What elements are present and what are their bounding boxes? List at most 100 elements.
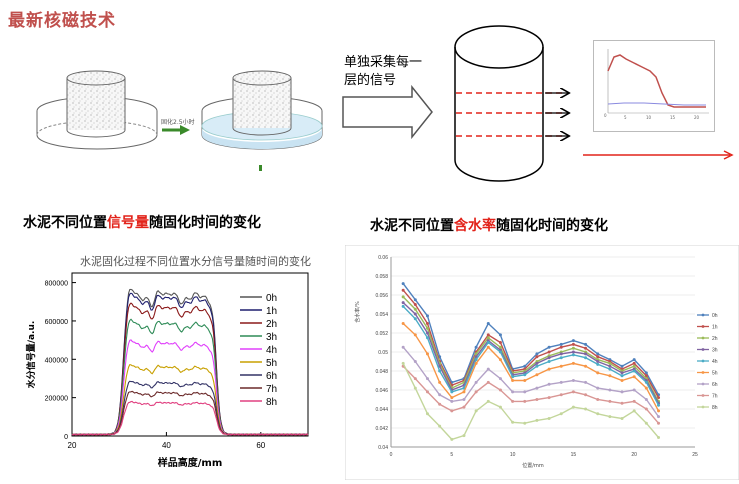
moisture-point [498, 377, 502, 381]
moisture-point [596, 352, 600, 356]
moisture-point [608, 374, 612, 378]
moisture-point [644, 374, 648, 378]
moisture-series-line [402, 302, 660, 404]
moisture-point [584, 356, 588, 360]
moisture-point [474, 380, 478, 384]
process-label-line2: 层的信号 [344, 73, 397, 88]
moisture-point [450, 437, 454, 441]
y-axis-label: 含水率/% [354, 301, 361, 323]
moisture-point [547, 356, 551, 360]
x-tick-label: 5 [450, 452, 453, 458]
y-tick-label: 0.048 [375, 369, 388, 375]
moisture-point [547, 396, 551, 400]
moisture-point [547, 345, 551, 349]
moisture-point [401, 304, 405, 308]
plot-frame [71, 272, 309, 437]
moisture-point [632, 399, 636, 403]
moisture-series-line [402, 322, 660, 412]
moisture-point [657, 415, 661, 419]
moisture-point [474, 390, 478, 394]
moisture-point [425, 377, 429, 381]
mini-profile-plot: 0 5 10 15 20 [593, 40, 715, 132]
moisture-series-line [402, 289, 660, 398]
moisture-point [425, 336, 429, 340]
y-tick-label: 0.052 [375, 331, 388, 337]
moisture-point [523, 421, 527, 425]
process-label-line1: 单独采集每一 [344, 55, 423, 70]
x-axis-label: 样品高度/mm [158, 456, 223, 469]
moisture-point [450, 390, 454, 394]
moisture-point [535, 398, 539, 401]
legend-label: 8h [712, 405, 718, 411]
legend-label: 0h [266, 293, 277, 304]
moisture-point [608, 364, 612, 368]
moisture-point [584, 407, 588, 411]
moisture-point [644, 371, 648, 375]
moisture-point [608, 367, 612, 371]
legend-label: 5h [712, 371, 718, 377]
moisture-point [571, 342, 575, 346]
y-tick-label: 0.05 [378, 350, 388, 356]
moisture-series-line [402, 305, 660, 406]
moisture-point [596, 412, 600, 416]
moisture-point [559, 412, 563, 416]
moisture-point [547, 350, 551, 354]
moisture-point [413, 298, 417, 302]
moisture-point [535, 361, 539, 365]
moisture-point [413, 333, 417, 337]
moisture-point [498, 350, 502, 354]
moisture-point [644, 380, 648, 384]
moisture-point [498, 405, 502, 409]
y-tick-label: 800000 [45, 281, 68, 288]
moisture-point [511, 390, 515, 394]
moisture-point [571, 361, 575, 365]
legend-label: 6h [266, 371, 277, 382]
moisture-point [401, 322, 405, 325]
moisture-point [498, 388, 502, 392]
moisture-point [425, 326, 429, 330]
moisture-point [438, 402, 442, 406]
x-tick-label: 40 [162, 441, 171, 450]
moisture-point [620, 374, 624, 378]
moisture-point [608, 415, 612, 419]
legend-label: 3h [712, 348, 718, 354]
legend-label: 0h [712, 313, 718, 319]
moisture-point [596, 371, 600, 375]
moisture-point [438, 369, 442, 373]
moisture-point [413, 386, 417, 390]
legend-label: 1h [712, 325, 718, 331]
x-tick-label: 15 [571, 452, 577, 458]
moisture-point [620, 379, 624, 382]
x-tick-label: 0 [390, 452, 393, 458]
output-arrow [583, 150, 734, 160]
y-tick-label: 0.042 [375, 426, 388, 432]
moisture-point [584, 352, 588, 356]
moisture-point [657, 396, 661, 400]
moisture-point [450, 409, 454, 413]
moisture-point [632, 375, 636, 379]
moisture-point [559, 342, 563, 346]
legend-label: 8h [266, 397, 277, 408]
moisture-point [559, 345, 563, 349]
moisture-point [596, 362, 600, 366]
y-tick-label: 0.044 [375, 407, 388, 413]
moisture-point [438, 393, 442, 397]
moisture-point [535, 364, 539, 368]
moisture-point [620, 401, 624, 405]
moisture-point [425, 331, 429, 335]
moisture-point [571, 405, 575, 409]
moisture-point [425, 390, 429, 394]
moisture-point [438, 364, 442, 368]
moisture-point [425, 322, 429, 325]
cure-arrow [162, 125, 190, 135]
moisture-point [571, 379, 575, 382]
y-tick-label: 400000 [45, 357, 68, 364]
moisture-point [486, 380, 490, 384]
moisture-point [632, 364, 636, 368]
moisture-point [413, 377, 417, 381]
moisture-point [620, 371, 624, 375]
legend-marker [701, 313, 705, 317]
signal-series-line [71, 400, 309, 436]
moisture-point [644, 421, 648, 425]
moisture-point [657, 409, 661, 413]
